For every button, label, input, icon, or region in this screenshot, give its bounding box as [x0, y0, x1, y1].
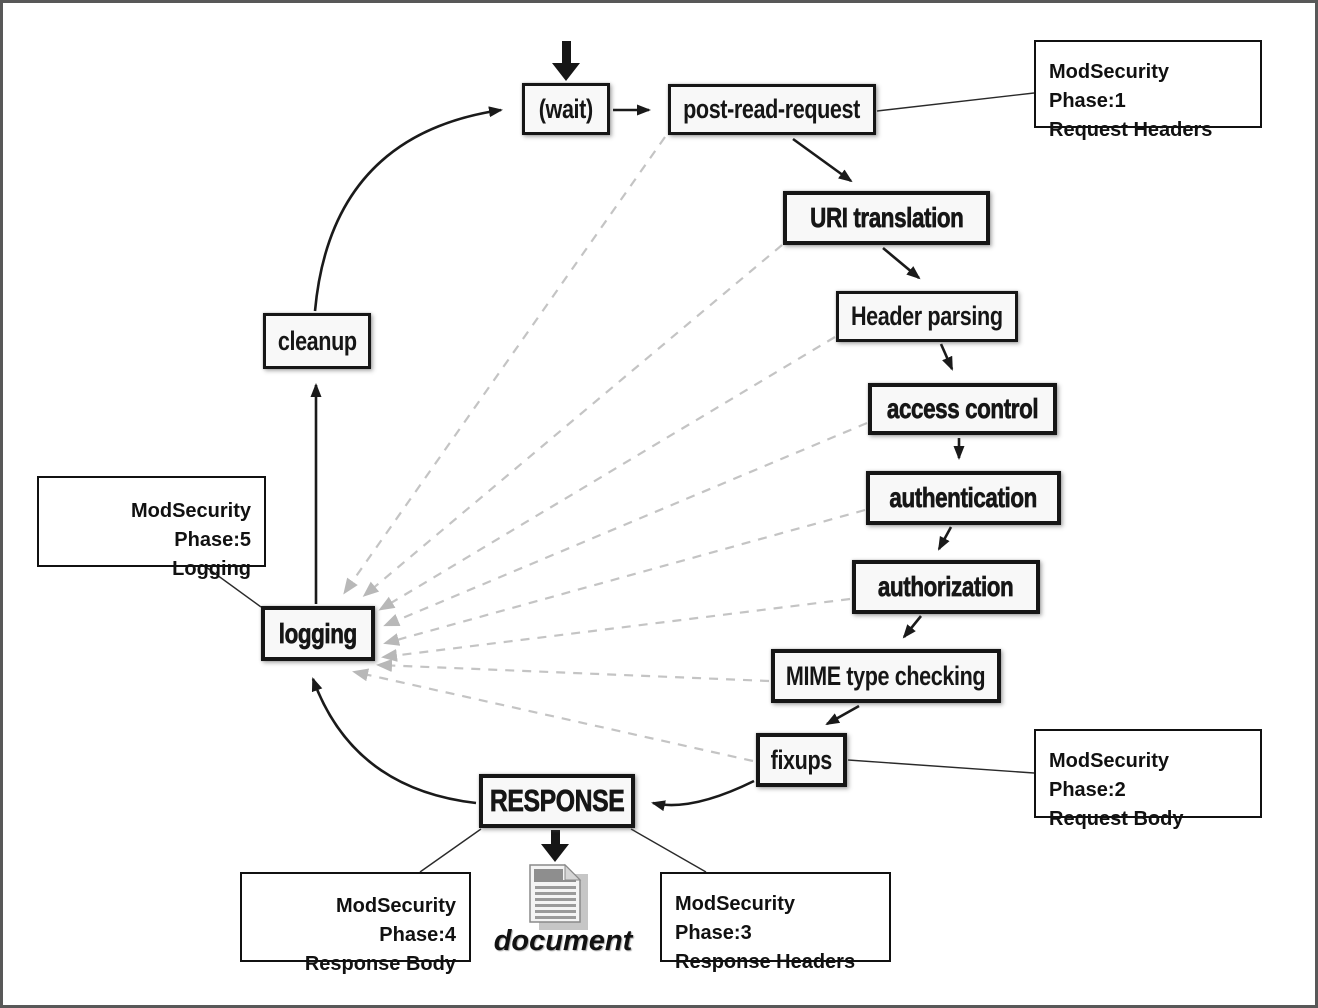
- document-label: document: [493, 925, 633, 957]
- callout-phase4-line2: Response Body: [304, 953, 456, 975]
- document-icon: [529, 863, 588, 930]
- node-cleanup: cleanup: [263, 313, 371, 369]
- node-authentication-label: authentication: [889, 482, 1038, 514]
- callout-modsecurity-phase1: ModSecurity Phase:1 Request Headers: [1034, 40, 1262, 141]
- node-header-parsing-label: Header parsing: [851, 301, 1003, 331]
- node-header-parsing: Header parsing: [836, 291, 1018, 342]
- node-access-control-label: access control: [886, 393, 1039, 425]
- node-post-read-request: post-read-request: [668, 84, 876, 135]
- node-wait-label: (wait): [539, 93, 593, 124]
- node-cleanup-label: cleanup: [277, 325, 357, 356]
- node-authorization: authorization: [852, 560, 1040, 614]
- node-fixups-label: fixups: [770, 744, 833, 775]
- callout-phase5-line2: Logging: [172, 558, 251, 580]
- node-post-read-request-label: post-read-request: [683, 94, 861, 124]
- connector-lines-layer: [205, 41, 1035, 930]
- dashed-logging-edges: [343, 136, 868, 763]
- callout-phase5-line1: ModSecurity Phase:5: [130, 500, 251, 551]
- node-logging: logging: [261, 606, 375, 661]
- node-wait: (wait): [522, 83, 610, 135]
- node-access-control: access control: [868, 383, 1057, 435]
- callout-phase2-line2: Request Body: [1049, 808, 1184, 830]
- entry-arrow: [552, 41, 580, 81]
- node-authorization-label: authorization: [878, 571, 1014, 603]
- callout-phase3-line2: Response Headers: [675, 951, 856, 973]
- callout-connectors: [205, 92, 1035, 873]
- node-response: RESPONSE: [479, 774, 635, 828]
- node-authentication: authentication: [866, 471, 1061, 525]
- callout-modsecurity-phase3: ModSecurity Phase:3 Response Headers: [660, 872, 891, 973]
- node-fixups: fixups: [756, 733, 847, 787]
- callout-modsecurity-phase5: ModSecurity Phase:5 Logging: [37, 476, 266, 580]
- callout-phase1-line1: ModSecurity Phase:1: [1049, 61, 1170, 112]
- callout-phase1-line2: Request Headers: [1049, 119, 1213, 141]
- callout-phase4-line1: ModSecurity Phase:4: [335, 895, 456, 946]
- node-mime-type-checking-label: MIME type checking: [786, 660, 986, 691]
- callout-phase2-line1: ModSecurity Phase:2: [1049, 750, 1170, 801]
- response-to-document-arrow: [541, 830, 569, 862]
- node-uri-translation-label: URI translation: [809, 202, 964, 234]
- node-logging-label: logging: [278, 617, 358, 649]
- node-uri-translation: URI translation: [783, 191, 990, 245]
- callout-phase3-line1: ModSecurity Phase:3: [675, 893, 796, 944]
- solid-flow-edges: [310, 104, 965, 812]
- callout-modsecurity-phase2: ModSecurity Phase:2 Request Body: [1034, 729, 1262, 830]
- node-response-label: RESPONSE: [489, 783, 625, 819]
- node-mime-type-checking: MIME type checking: [771, 649, 1001, 703]
- callout-modsecurity-phase4: ModSecurity Phase:4 Response Body: [240, 872, 471, 975]
